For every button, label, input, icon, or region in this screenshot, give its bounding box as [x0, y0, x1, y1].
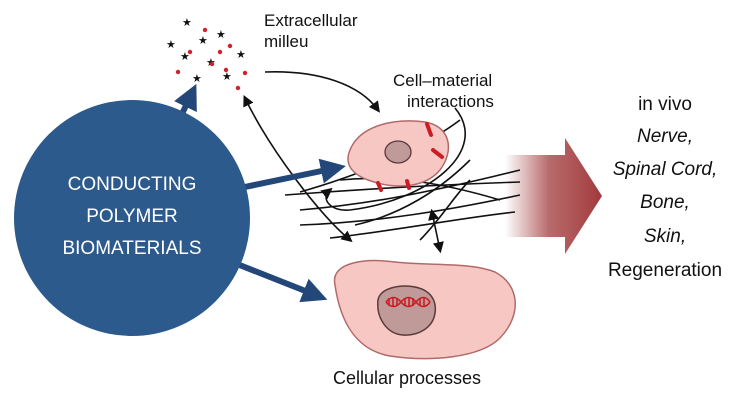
small-nucleus — [384, 140, 412, 164]
extracellular-label: Extracellular — [264, 11, 358, 30]
svg-text:★: ★ — [216, 28, 226, 41]
milleu-label: milleu — [264, 32, 308, 51]
svg-text:★: ★ — [182, 16, 192, 29]
arrow-milleu-to-cell — [264, 71, 380, 113]
cellular-processes-label: Cellular processes — [333, 368, 481, 388]
svg-text:★: ★ — [180, 50, 190, 63]
hub-line-3: BIOMATERIALS — [62, 238, 201, 259]
large-nucleus — [377, 285, 437, 336]
hub-arrow-cell — [239, 158, 346, 191]
cell-material-label: Cell–material — [393, 71, 492, 90]
conducting-polymer-hub — [14, 100, 250, 336]
in-vivo-block-arrow — [505, 138, 602, 254]
in-vivo-item-nerve: Nerve, — [637, 126, 693, 147]
large-cell — [333, 259, 516, 360]
dna-helix-icon — [385, 296, 431, 308]
svg-text:★: ★ — [236, 48, 246, 61]
svg-text:★: ★ — [192, 72, 202, 85]
adhesion-sites — [376, 122, 444, 192]
hub-line-1: CONDUCTING — [68, 174, 197, 195]
hub-line-2: POLYMER — [86, 206, 178, 227]
svg-text:★: ★ — [198, 34, 208, 47]
in-vivo-item-spinal-cord: Spinal Cord, — [613, 159, 718, 180]
in-vivo-item-bone: Bone, — [640, 192, 690, 213]
extracellular-molecules: ★ ★ ★ ★ ★ ★ ★ ★ ★ — [166, 16, 248, 91]
adherent-cell — [347, 120, 450, 192]
svg-text:★: ★ — [166, 38, 176, 51]
interactions-label: interactions — [407, 92, 494, 111]
arrow-cell-to-process — [428, 208, 444, 254]
hub-arrow-process — [230, 259, 328, 303]
in-vivo-item-skin: Skin, — [644, 226, 686, 247]
in-vivo-heading: in vivo — [638, 94, 692, 115]
in-vivo-regeneration: Regeneration — [608, 260, 722, 281]
svg-text:★: ★ — [222, 70, 232, 83]
arrow-interactions-loop — [320, 107, 466, 211]
